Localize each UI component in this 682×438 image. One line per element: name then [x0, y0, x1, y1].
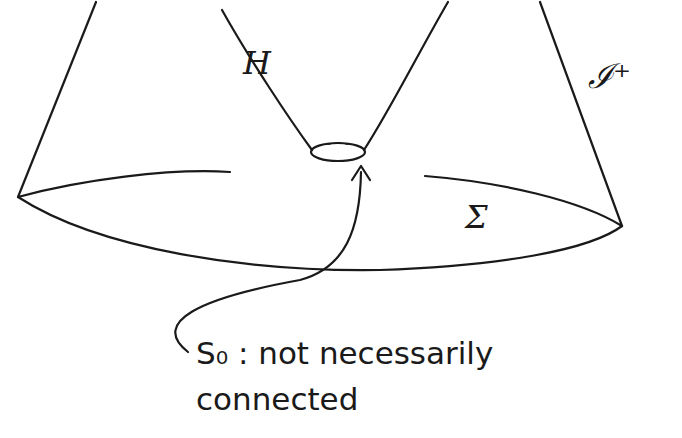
slice-label: Σ	[465, 198, 488, 236]
cone-edge	[540, 2, 622, 226]
arrow-head	[352, 166, 370, 180]
slice-back	[425, 176, 622, 226]
scri-label: ℐ⁺	[588, 52, 631, 98]
leader-line	[175, 172, 361, 352]
cone-edge	[364, 2, 448, 150]
horizon-edge	[222, 10, 312, 150]
hidden-part	[326, 143, 350, 144]
horizon-label: H	[243, 44, 271, 82]
slice-back	[18, 171, 230, 197]
note-label: S₀ : not necessarily connected	[196, 330, 496, 422]
cone-edge	[18, 2, 96, 197]
surface-s0	[311, 143, 365, 161]
slice-front	[18, 197, 622, 270]
